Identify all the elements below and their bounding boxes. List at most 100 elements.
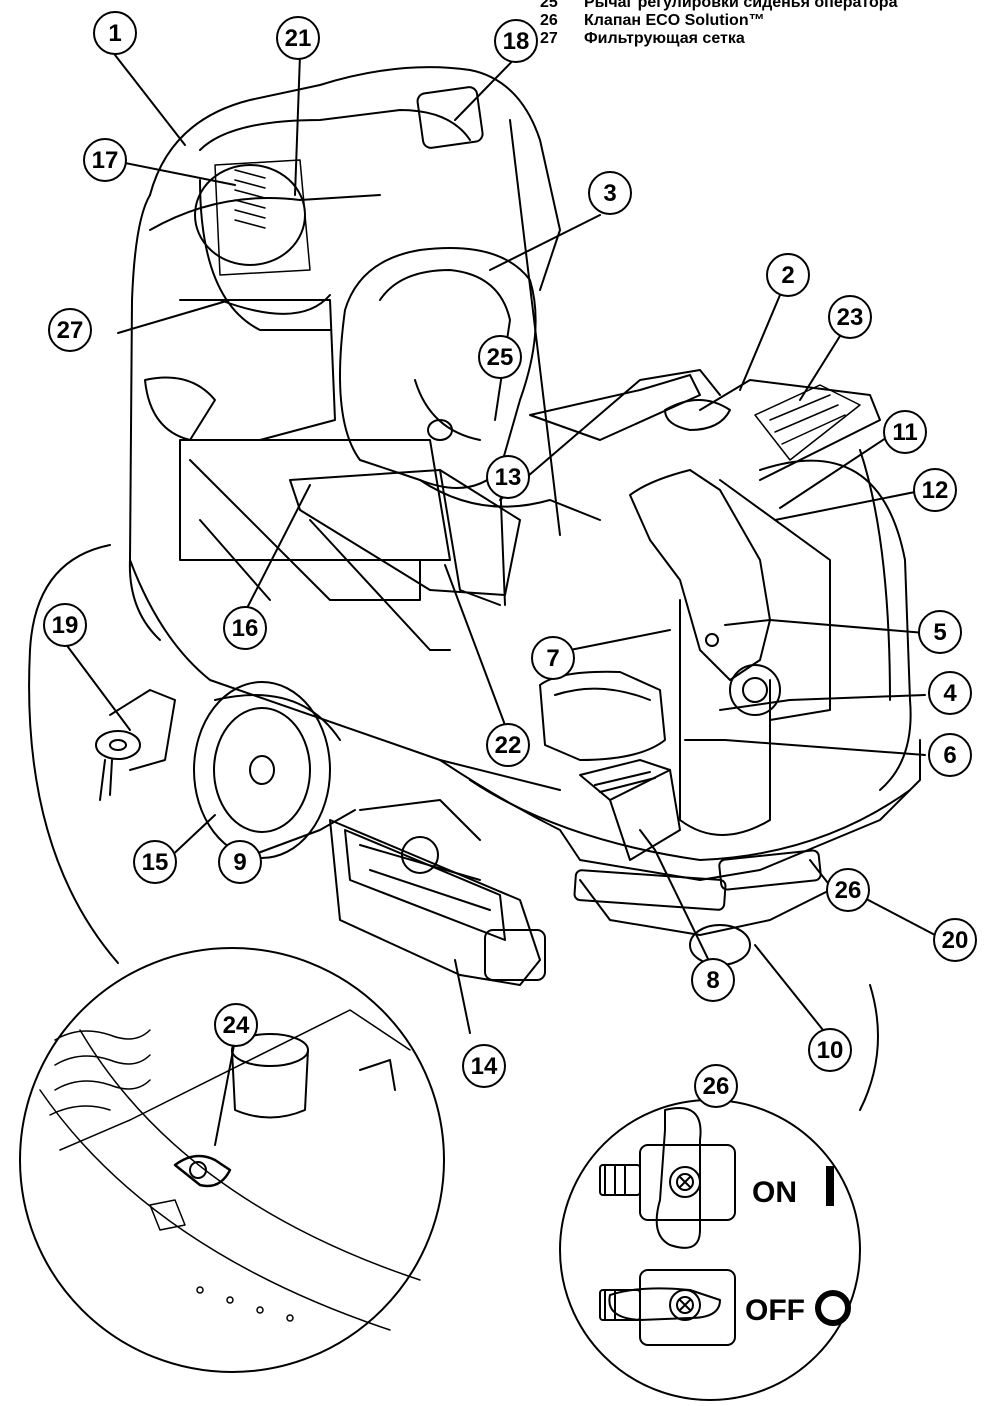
callout-circle xyxy=(462,1044,506,1088)
callout-number: 11 xyxy=(892,419,917,446)
callout-number: 3 xyxy=(603,180,616,207)
callout-2: 2 xyxy=(766,253,810,297)
detail-circle-brush xyxy=(19,947,445,1373)
callout-26: 26 xyxy=(826,868,870,912)
callout-22: 22 xyxy=(486,723,530,767)
callout-number: 14 xyxy=(471,1053,498,1080)
callout-number: 19 xyxy=(52,612,79,639)
callout-number: 1 xyxy=(108,20,121,47)
parts-legend: 25 Рычаг регулировки сиденья оператора 2… xyxy=(540,0,897,48)
legend-number: 25 xyxy=(540,0,558,11)
callout-number: 21 xyxy=(285,25,312,52)
valve-state-labels: ON OFF xyxy=(745,1166,851,1327)
callout-number: 17 xyxy=(92,147,119,174)
callout-number: 23 xyxy=(837,304,864,331)
valve-off-label: OFF xyxy=(745,1294,805,1327)
off-ring-symbol xyxy=(815,1290,851,1326)
brush-deck xyxy=(329,799,546,986)
callout-number: 15 xyxy=(142,849,169,876)
callout-number: 26 xyxy=(835,877,862,904)
callout-24: 24 xyxy=(214,1003,258,1047)
callout-1: 1 xyxy=(93,11,137,55)
callout-number: 13 xyxy=(495,464,522,491)
legend-row-27: 27 Фильтрующая сетка xyxy=(540,30,897,48)
callout-16: 16 xyxy=(223,606,267,650)
leader-lines xyxy=(64,42,936,1146)
callout-circle xyxy=(691,958,735,1002)
callout-19: 19 xyxy=(43,603,87,647)
callout-number: 18 xyxy=(503,28,530,55)
callout-circle xyxy=(531,636,575,680)
callout-circle xyxy=(883,410,927,454)
callout-17: 17 xyxy=(83,138,127,182)
valve-on-label: ON xyxy=(752,1176,797,1209)
callout-circle xyxy=(808,1028,852,1072)
filter-spring xyxy=(234,169,266,229)
valve-off-drawing xyxy=(599,1269,736,1346)
callout-number: 6 xyxy=(943,742,956,769)
callout-circle xyxy=(928,733,972,777)
callout-circle xyxy=(928,671,972,715)
callout-circle xyxy=(828,295,872,339)
callout-14: 14 xyxy=(462,1044,506,1088)
valve-detail-number: 26 xyxy=(694,1064,738,1108)
callout-number: 24 xyxy=(223,1012,250,1039)
callout-11: 11 xyxy=(883,410,927,454)
callout-number: 12 xyxy=(922,477,949,504)
callout-18: 18 xyxy=(494,19,538,63)
legend-row-25: 25 Рычаг регулировки сиденья оператора xyxy=(540,0,897,12)
callout-21: 21 xyxy=(276,16,320,60)
callout-number: 16 xyxy=(232,615,259,642)
callout-15: 15 xyxy=(133,840,177,884)
detail-link-curve-26 xyxy=(859,984,879,1111)
callout-number: 4 xyxy=(943,680,957,707)
operator-seat xyxy=(339,247,601,521)
callout-circle xyxy=(486,723,530,767)
callout-25: 25 xyxy=(478,335,522,379)
legend-text: Рычаг регулировки сиденья оператора xyxy=(584,0,898,11)
valve-on-drawing xyxy=(599,1107,736,1249)
legend-row-26: 26 Клапан ECO Solution™ xyxy=(540,12,897,30)
callout-circle xyxy=(826,868,870,912)
callout-number: 25 xyxy=(487,344,514,371)
callout-circle xyxy=(588,171,632,215)
legend-text: Клапан ECO Solution™ xyxy=(584,12,765,29)
legend-number: 27 xyxy=(540,30,558,47)
callout-number: 7 xyxy=(546,645,559,672)
callout-circle xyxy=(918,610,962,654)
callout-group: 1234567891011121314151617181920212223242… xyxy=(43,11,977,1108)
callout-circle xyxy=(276,16,320,60)
callout-4: 4 xyxy=(928,671,972,715)
callout-number: 9 xyxy=(233,849,246,876)
callout-12: 12 xyxy=(913,468,957,512)
legend-number: 26 xyxy=(540,12,558,29)
callout-circle xyxy=(133,840,177,884)
callout-7: 7 xyxy=(531,636,575,680)
callout-circle xyxy=(223,606,267,650)
detail-circle-valve xyxy=(559,1099,861,1401)
accelerator-pedal xyxy=(579,759,681,861)
callout-circle xyxy=(48,308,92,352)
grid-cover xyxy=(754,384,861,461)
steering-column xyxy=(529,374,781,836)
squeegee xyxy=(95,689,176,801)
callout-3: 3 xyxy=(588,171,632,215)
callout-circle xyxy=(913,468,957,512)
callout-number: 10 xyxy=(817,1037,844,1064)
callout-circle xyxy=(43,603,87,647)
callout-13: 13 xyxy=(486,455,530,499)
rear-wheel xyxy=(193,681,341,859)
callout-circle xyxy=(83,138,127,182)
callout-circle xyxy=(694,1064,738,1108)
callout-23: 23 xyxy=(828,295,872,339)
callout-27: 27 xyxy=(48,308,92,352)
callout-8: 8 xyxy=(691,958,735,1002)
detail-link-curve-24 xyxy=(28,544,119,964)
callout-10: 10 xyxy=(808,1028,852,1072)
callout-circle xyxy=(933,918,977,962)
callout-number: 2 xyxy=(781,262,794,289)
callout-number: 22 xyxy=(495,732,522,759)
callout-number: 26 xyxy=(703,1073,730,1100)
callout-6: 6 xyxy=(928,733,972,777)
callout-circle xyxy=(494,19,538,63)
